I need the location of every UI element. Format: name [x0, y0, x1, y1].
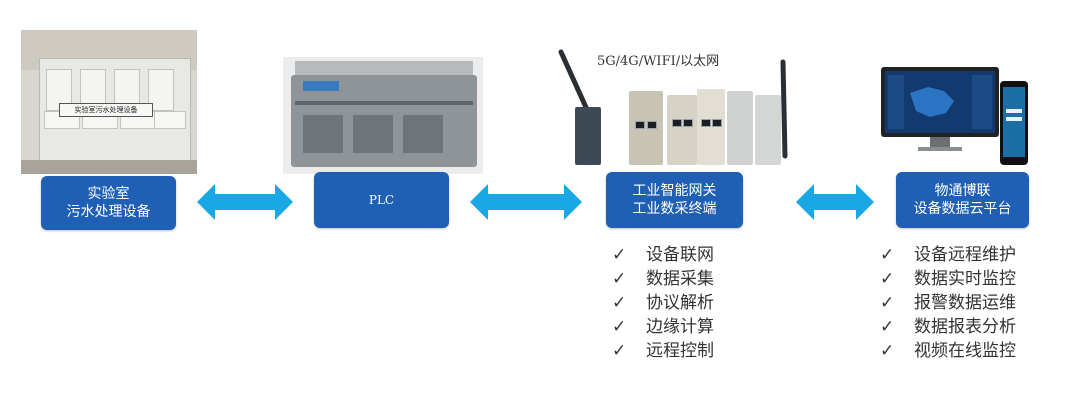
- plc-terminal: [303, 115, 343, 153]
- box-line: 工业数采终端: [632, 201, 717, 217]
- box-line: 污水处理设备: [66, 204, 151, 220]
- check-icon: ✓: [612, 269, 627, 289]
- cloud-platform-photo: [880, 63, 1030, 169]
- network-types-label: 5G/4G/WIFI/以太网: [597, 54, 720, 69]
- ethernet-port-icon: [701, 119, 711, 127]
- box-line: 设备数据云平台: [913, 201, 1012, 217]
- feature-text: 设备远程维护: [914, 245, 1016, 265]
- list-item: ✓ 设备远程维护: [880, 243, 1016, 267]
- box-line: 工业智能网关: [632, 183, 717, 199]
- gateway-device: [575, 107, 601, 165]
- feature-text: 数据报表分析: [914, 317, 1016, 337]
- box-line: 实验室: [87, 186, 130, 202]
- ethernet-port-icon: [712, 119, 722, 127]
- cloud-box: 物通博联 设备数据云平台: [896, 172, 1029, 228]
- feature-text: 数据采集: [646, 269, 714, 289]
- gateway-device: [755, 95, 781, 165]
- double-arrow-icon: [197, 184, 293, 220]
- check-icon: ✓: [612, 293, 627, 313]
- list-item: ✓ 远程控制: [612, 339, 714, 363]
- check-icon: ✓: [612, 341, 627, 361]
- antenna-icon: [558, 49, 788, 159]
- feature-text: 边缘计算: [646, 317, 714, 337]
- feature-text: 数据实时监控: [914, 269, 1016, 289]
- gateway-device: [629, 91, 663, 165]
- check-icon: ✓: [880, 269, 895, 289]
- plc-box: PLC: [314, 172, 449, 228]
- gateway-devices-photo: [555, 44, 800, 169]
- ethernet-port-icon: [683, 119, 693, 127]
- plc-terminal: [403, 115, 443, 153]
- double-arrow-icon: [470, 184, 582, 220]
- cloud-feature-list: ✓ 设备远程维护 ✓ 数据实时监控 ✓ 报警数据运维 ✓ 数据报表分析 ✓ 视频…: [880, 243, 1016, 363]
- box-line: PLC: [368, 193, 395, 207]
- feature-text: 视频在线监控: [914, 341, 1016, 361]
- check-icon: ✓: [612, 317, 627, 337]
- feature-text: 远程控制: [646, 341, 714, 361]
- cabinet-door: [154, 111, 186, 129]
- list-item: ✓ 边缘计算: [612, 315, 714, 339]
- list-item: ✓ 数据采集: [612, 267, 714, 291]
- list-item: ✓ 协议解析: [612, 291, 714, 315]
- feature-text: 报警数据运维: [914, 293, 1016, 313]
- photo-floor: [21, 160, 197, 174]
- check-icon: ✓: [880, 293, 895, 313]
- feature-text: 设备联网: [646, 245, 714, 265]
- gateway-device: [727, 91, 753, 165]
- lab-equipment-photo: 实验室污水处理设备: [21, 30, 197, 174]
- list-item: ✓ 数据实时监控: [880, 267, 1016, 291]
- list-item: ✓ 报警数据运维: [880, 291, 1016, 315]
- plc-photo: [283, 57, 483, 174]
- list-item: ✓ 数据报表分析: [880, 315, 1016, 339]
- plc-logo-label: [303, 81, 339, 91]
- feature-text: 协议解析: [646, 293, 714, 313]
- equipment-nameplate: 实验室污水处理设备: [59, 103, 153, 117]
- lab-equipment-box: 实验室 污水处理设备: [41, 176, 176, 230]
- check-icon: ✓: [612, 245, 627, 265]
- plc-stripe: [295, 101, 473, 105]
- monitor-phone-icon: [881, 67, 1028, 165]
- box-line: 物通博联: [934, 183, 991, 199]
- gateway-feature-list: ✓ 设备联网 ✓ 数据采集 ✓ 协议解析 ✓ 边缘计算 ✓ 远程控制: [612, 243, 714, 363]
- check-icon: ✓: [880, 245, 895, 265]
- gateway-device: [697, 89, 725, 165]
- ethernet-port-icon: [672, 119, 682, 127]
- double-arrow-icon: [796, 184, 874, 220]
- plc-top: [295, 61, 473, 77]
- ethernet-port-icon: [647, 121, 657, 129]
- list-item: ✓ 视频在线监控: [880, 339, 1016, 363]
- check-icon: ✓: [880, 341, 895, 361]
- gateway-device: [667, 95, 697, 165]
- plc-terminal: [353, 115, 393, 153]
- gateway-box: 工业智能网关 工业数采终端: [606, 172, 743, 228]
- ethernet-port-icon: [635, 121, 645, 129]
- check-icon: ✓: [880, 317, 895, 337]
- list-item: ✓ 设备联网: [612, 243, 714, 267]
